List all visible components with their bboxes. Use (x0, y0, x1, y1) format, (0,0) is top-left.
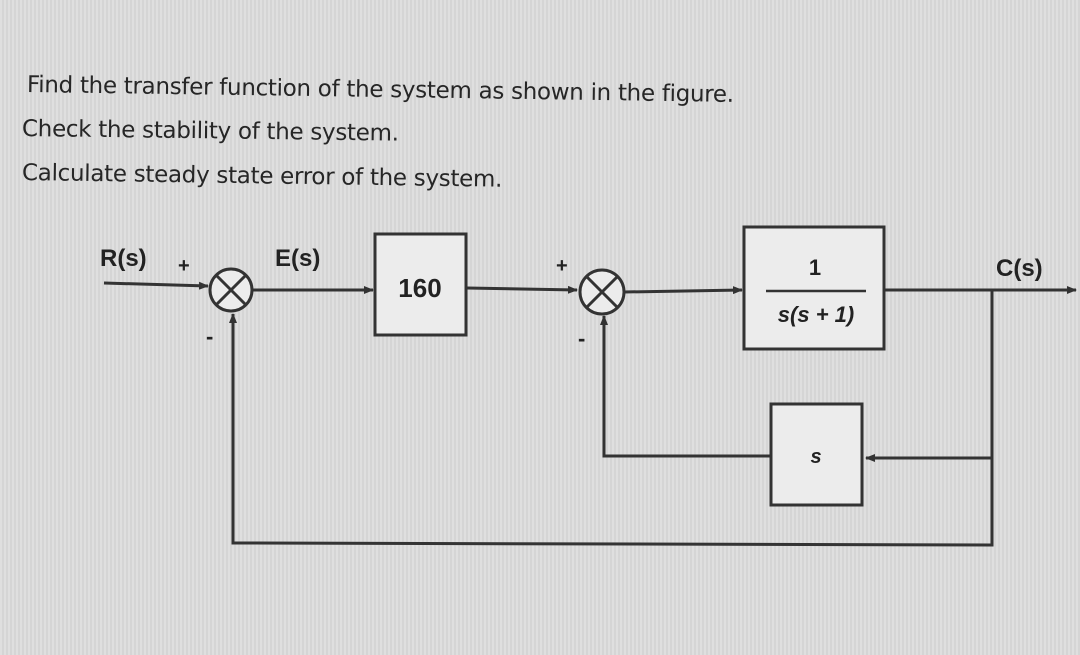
outer-feedback-wire (229, 313, 994, 547)
plant-numerator: 1 (809, 255, 821, 280)
gain-block (373, 232, 468, 337)
input-wire (103, 281, 209, 290)
input-label: R(s) (100, 245, 147, 272)
derivative-feedback-block (769, 402, 864, 507)
gain-block-value: 160 (398, 273, 441, 303)
summing-junction-1 (208, 267, 254, 313)
sum2-to-plant-wire (623, 286, 743, 295)
output-label: C(s) (996, 255, 1043, 282)
sum1-minus-sign: - (206, 324, 213, 349)
summing-junction-2 (578, 268, 626, 316)
plant-denominator: s(s + 1) (778, 302, 854, 327)
plant-block (742, 225, 886, 351)
inner-feedback-return-wire (600, 315, 770, 458)
sum2-minus-sign: - (578, 326, 585, 351)
derivative-feedback-label: s (810, 446, 821, 468)
error-label: E(s) (275, 245, 320, 272)
sum1-plus-sign: + (178, 255, 190, 277)
sum2-plus-sign: + (556, 255, 568, 277)
gain-to-sum2-wire (466, 285, 578, 294)
